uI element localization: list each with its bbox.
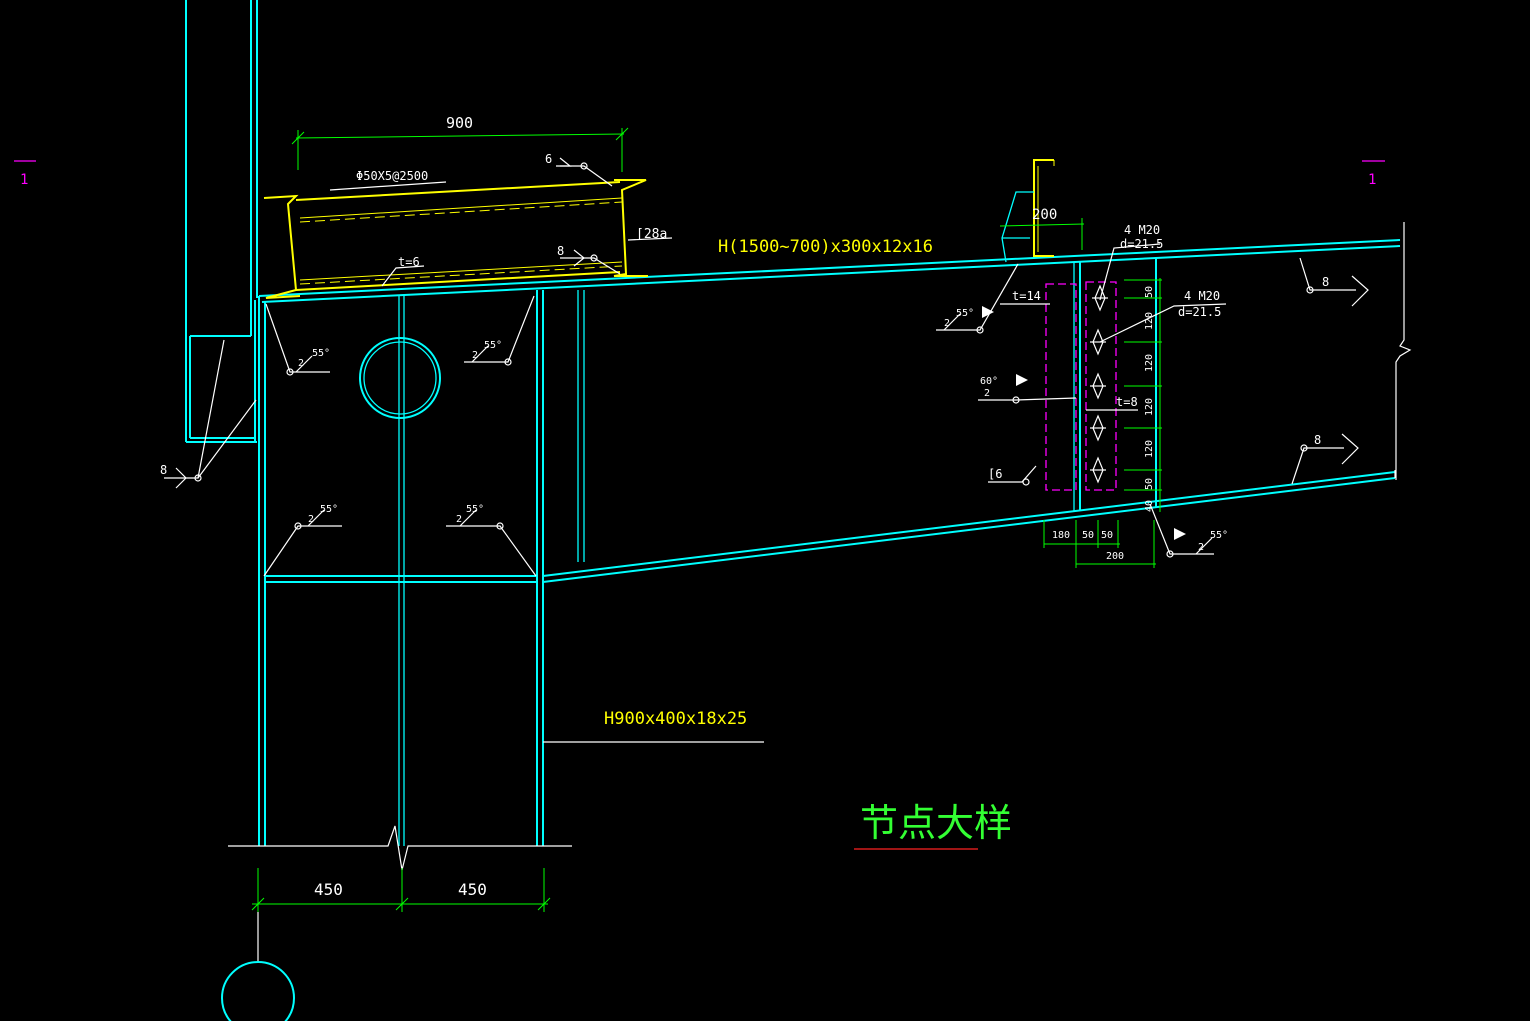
drawing-title-text: 节点大样 <box>860 801 1012 845</box>
weld-angle-55-f: 55° <box>1210 530 1228 541</box>
weld-w8-flange-bottom-label: 8 <box>1314 433 1321 447</box>
dim-bottom-total: 200 <box>1106 551 1124 562</box>
weld-angle-55-a: 55° <box>312 348 330 359</box>
bolts-top-label: 4 M20 <box>1124 223 1160 237</box>
section-mark-left-label: 1 <box>20 172 28 188</box>
weld-angle-55-b: 55° <box>484 340 502 351</box>
weld-size-2-g: 2 <box>1198 542 1204 553</box>
beam-section-callout: H(1500~700)x300x12x16 <box>718 237 933 257</box>
weld-size-2-b: 2 <box>472 350 478 361</box>
bolt <box>1090 456 1106 484</box>
tube-label: Φ50X5@2500 <box>356 169 428 183</box>
weld-angle-55-e: 55° <box>956 308 974 319</box>
channel-callout: [28a <box>627 227 673 242</box>
beam-section-label: H(1500~700)x300x12x16 <box>718 237 933 257</box>
dim-bottom-edge: 180 <box>1052 530 1070 541</box>
weld-w6-label: 6 <box>545 152 552 166</box>
channel-purlin-assembly <box>263 179 648 299</box>
upper-wall-column <box>185 0 258 443</box>
weld-symbol-55-b: 55° 2 <box>464 295 535 366</box>
column-section-callout: H900x400x18x25 <box>543 709 764 743</box>
weld-symbol-60: 60° 2 <box>978 374 1077 404</box>
weld-w8-column-label: 8 <box>160 463 167 477</box>
plate-t8-label: t=8 <box>1116 395 1138 409</box>
bolts-mid-label: 4 M20 <box>1184 289 1220 303</box>
column-tube-hole <box>359 337 441 419</box>
weld-symbol-column: 8 <box>160 339 257 489</box>
splice-bolts <box>1090 284 1108 484</box>
plate-t8-callout: t=8 <box>1086 395 1138 411</box>
drawing-title: 节点大样 <box>854 801 1012 850</box>
dim-purlin-span-label: 900 <box>446 114 473 132</box>
weld-symbol-flange-bottom: 8 <box>1291 433 1359 485</box>
plate-t14-label: t=14 <box>1012 289 1041 303</box>
tube-callout: Φ50X5@2500 <box>329 169 447 191</box>
dim-pitch-top: 50 <box>1144 286 1155 298</box>
dim-gusset-label: 200 <box>1032 207 1057 223</box>
dim-web-small: 40 <box>1144 500 1155 512</box>
dim-pitch-1: 120 <box>1144 312 1155 330</box>
weld-angle-55-c: 55° <box>320 504 338 515</box>
bolt <box>1090 372 1106 400</box>
weld-symbol-purlin-top: 6 <box>545 152 613 187</box>
weld-symbol-55-d: 55° 2 <box>446 504 537 577</box>
dim-pitch-bottom: 50 <box>1144 478 1155 490</box>
bolt <box>1090 328 1106 356</box>
plate-t6-callout: t=6 <box>381 255 425 287</box>
section-mark-right: 1 <box>1362 160 1385 188</box>
weld-w8-purlin-label: 8 <box>557 244 564 258</box>
roof-purlin-cleat <box>1001 159 1055 263</box>
column-break-line <box>228 825 572 871</box>
dim-bottom-a: 50 <box>1082 530 1094 541</box>
stiffener-label: [6 <box>988 467 1002 481</box>
bolts-mid-dia-label: d=21.5 <box>1178 305 1221 319</box>
dim-bottom-b: 50 <box>1101 530 1113 541</box>
weld-symbol-55-a: 55° 2 <box>265 303 330 376</box>
channel-label: [28a <box>636 227 667 242</box>
dim-bolt-pitches: 50 120 120 120 120 50 40 <box>1124 278 1162 512</box>
weld-size-2-d: 2 <box>456 514 462 525</box>
dim-half-right-label: 450 <box>458 880 487 899</box>
dim-pitch-2: 120 <box>1144 354 1155 372</box>
weld-angle-55-d: 55° <box>466 504 484 515</box>
plate-t14-callout: t=14 <box>1000 289 1050 305</box>
bolts-mid-callout: 4 M20 d=21.5 <box>1099 289 1227 343</box>
dim-column-halves: 450 450 <box>251 868 551 912</box>
bolts-top-callout: 4 M20 d=21.5 <box>1099 223 1163 301</box>
plate-t6-label: t=6 <box>398 255 420 269</box>
main-column <box>258 290 585 846</box>
weld-symbol-55-c: 55° 2 <box>263 504 342 577</box>
weld-symbol-55-e: 55° 2 <box>936 263 1019 334</box>
stiffener-callout: [6 <box>988 465 1037 486</box>
weld-w8-flange-top-label: 8 <box>1322 275 1329 289</box>
dim-pitch-4: 120 <box>1144 440 1155 458</box>
weld-size-2-a: 2 <box>298 358 304 369</box>
weld-symbol-55-f: 55° 2 <box>1149 503 1228 558</box>
section-mark-left: 1 <box>14 160 36 188</box>
weld-size-2-e: 2 <box>944 318 950 329</box>
dim-bottom-plate: 180 50 50 200 <box>1043 520 1156 568</box>
dim-purlin-span: 900 <box>291 114 629 172</box>
weld-size-2-f: 2 <box>984 388 990 399</box>
weld-symbol-flange-top: 8 <box>1299 257 1369 307</box>
rafter-beam <box>258 222 1412 583</box>
splice-plate <box>1045 258 1157 512</box>
weld-angle-60: 60° <box>980 376 998 387</box>
column-section-label: H900x400x18x25 <box>604 709 747 729</box>
weld-size-2-c: 2 <box>308 514 314 525</box>
bolts-top-dia-label: d=21.5 <box>1120 237 1163 251</box>
axis-grid-bubble <box>221 912 295 1021</box>
weld-symbol-purlin-bottom: 8 <box>557 244 621 275</box>
section-mark-right-label: 1 <box>1368 172 1376 188</box>
dim-half-left-label: 450 <box>314 880 343 899</box>
bolt <box>1090 414 1106 442</box>
dim-gusset-width: 200 <box>999 207 1085 250</box>
dim-pitch-3: 120 <box>1144 398 1155 416</box>
